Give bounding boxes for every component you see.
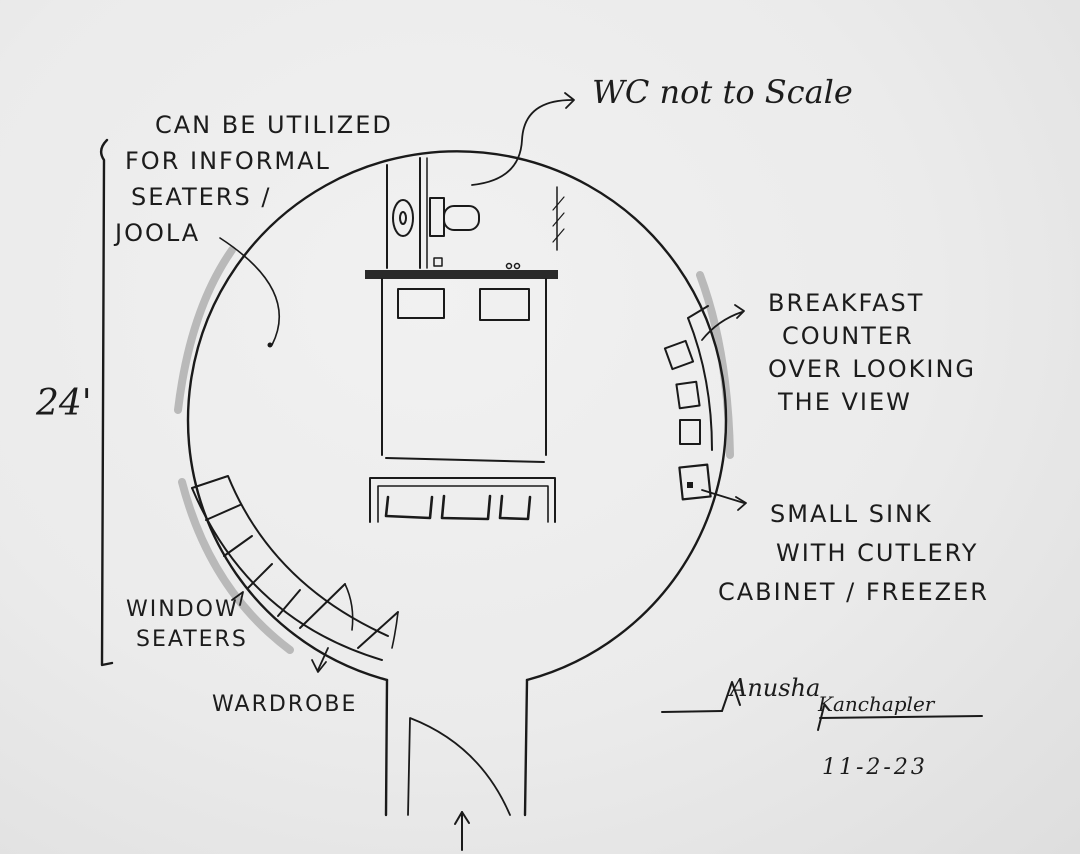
- entry-arrow: [454, 811, 470, 851]
- signature-first-name: Anusha: [730, 674, 821, 702]
- note-line: SEATERS /: [131, 183, 272, 211]
- note-line: BREAKFAST: [768, 289, 925, 317]
- note-line: THE VIEW: [778, 388, 912, 416]
- signature-date: 11-2-23: [822, 755, 928, 780]
- wc-glass-partition: [552, 186, 565, 251]
- breakfast-counter: [663, 305, 713, 451]
- note-line: COUNTER: [782, 322, 914, 350]
- leader-arrows: [219, 92, 747, 673]
- entrance-corridor: [384, 678, 529, 817]
- wardrobe-doors: [299, 583, 399, 649]
- informal-seating-note: CAN BE UTILIZED FOR INFORMAL SEATERS / J…: [115, 107, 393, 251]
- note-line: SMALL SINK: [770, 500, 933, 528]
- dimension-label: 24': [36, 383, 92, 424]
- note-line: CABINET / FREEZER: [718, 578, 989, 606]
- wc-toilet: [386, 157, 480, 269]
- small-sink-note: SMALL SINK WITH CUTLERY CABINET / FREEZE…: [718, 495, 989, 612]
- breakfast-counter-note: BREAKFAST COUNTER OVER LOOKING THE VIEW: [768, 287, 976, 419]
- note-line: CAN BE UTILIZED: [155, 111, 393, 139]
- signature-last-name: Kanchapler: [818, 692, 935, 716]
- note-line: WINDOW: [126, 597, 239, 622]
- small-sink: [678, 463, 712, 501]
- note-line: JOOLA: [115, 219, 201, 247]
- bed: [365, 262, 558, 463]
- note-line: WITH CUTLERY: [776, 539, 979, 567]
- window-seaters-note: WINDOW SEATERS: [126, 595, 248, 655]
- wall-shading: [174, 246, 734, 654]
- dimension-line: [99, 138, 114, 667]
- wc-scale-note: WC not to Scale: [592, 73, 853, 111]
- wardrobe-note: WARDROBE: [212, 692, 358, 717]
- window-seaters: [191, 475, 389, 661]
- note-line: OVER LOOKING: [768, 355, 977, 383]
- note-line: FOR INFORMAL: [125, 147, 331, 175]
- bench-at-foot-of-bed: [369, 477, 556, 523]
- note-line: SEATERS: [136, 627, 248, 652]
- signature-strokes: [661, 681, 983, 731]
